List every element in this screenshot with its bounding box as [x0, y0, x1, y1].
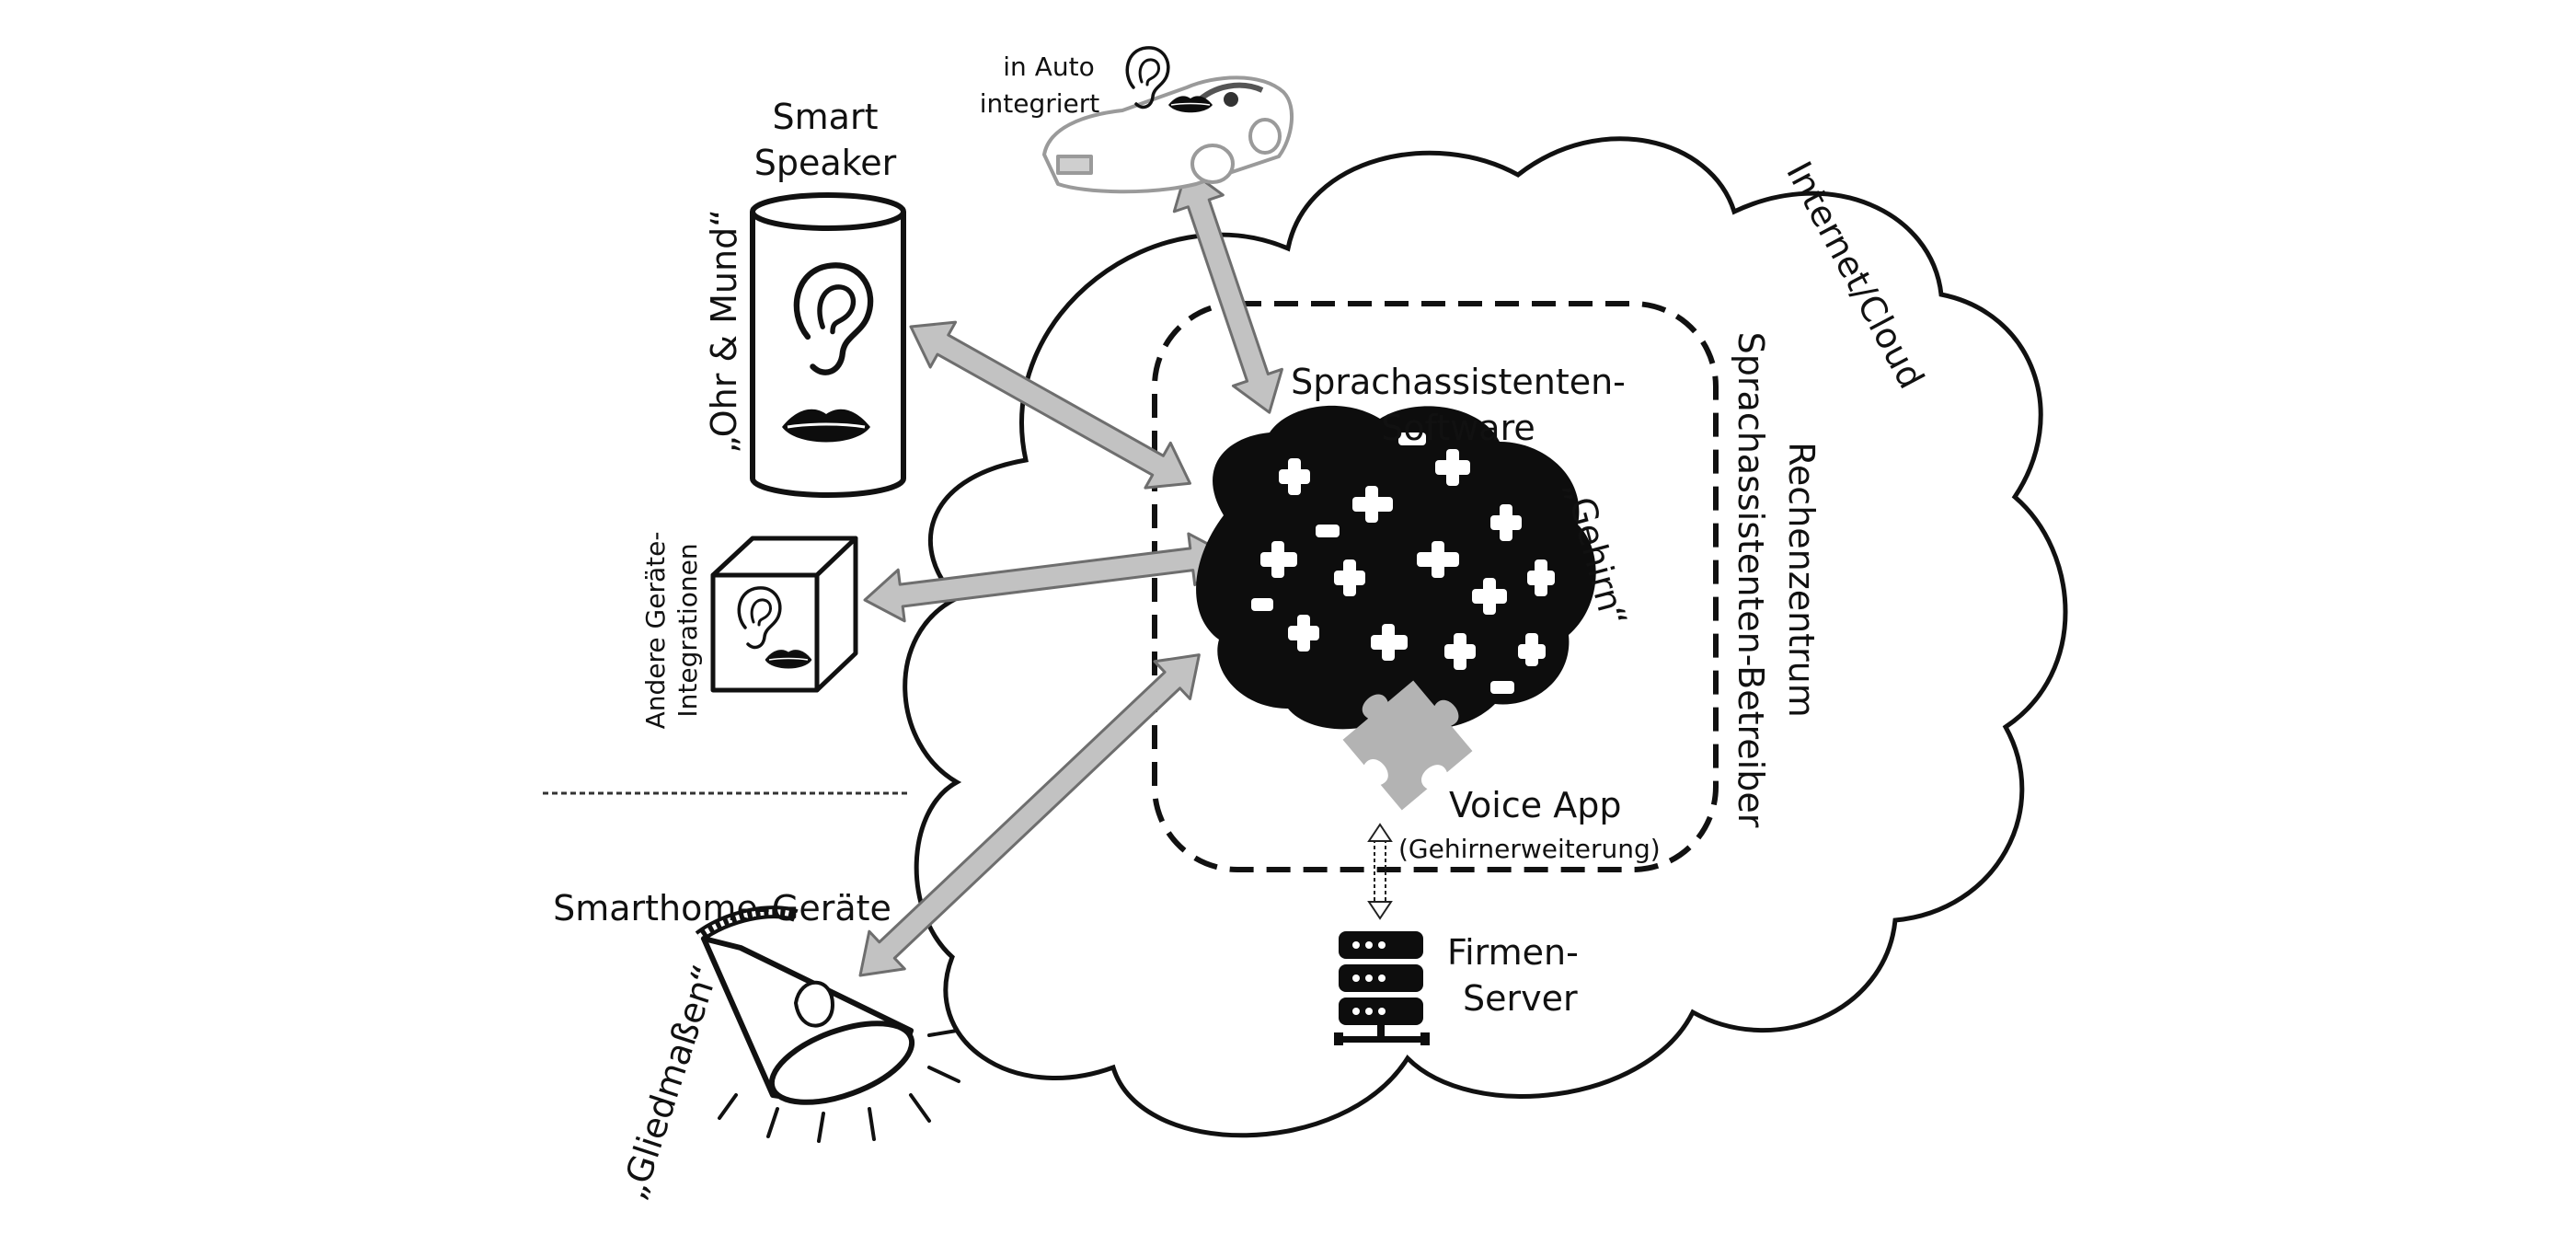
- betreiber-label-line1: Rechenzentrum: [1781, 442, 1822, 718]
- arrow-speaker-software: [909, 320, 1191, 490]
- smarthome-label: Smarthome-Geräte: [553, 888, 891, 928]
- mouth-icon: [765, 650, 812, 669]
- arrows: [858, 167, 1283, 977]
- brain-icon: [1196, 405, 1596, 730]
- gliedmassen-label: „Gliedmaßen“: [613, 960, 727, 1205]
- auto-label-line2: integriert: [980, 88, 1100, 119]
- firmen-server-label-line2: Server: [1463, 978, 1578, 1019]
- betreiber-label-line2: Sprachassistenten-Betreiber: [1731, 332, 1771, 828]
- arrow-smarthome-software: [858, 653, 1201, 977]
- ohr-mund-label: „Ohr & Mund“: [704, 209, 744, 454]
- software-label-line2: Software: [1381, 408, 1535, 448]
- device-cube: [710, 536, 858, 693]
- auto-label-line1: in Auto: [1003, 52, 1094, 82]
- andere-label-line1: Andere Geräte-: [640, 532, 671, 730]
- puzzle-piece-icon: [1342, 680, 1473, 811]
- gehirnerweiterung-label: (Gehirnerweiterung): [1398, 834, 1661, 864]
- voice-app-label: Voice App: [1449, 785, 1621, 825]
- smart-speaker-label-line2: Speaker: [754, 143, 897, 183]
- rechenzentrum-boundary: [1152, 301, 1719, 872]
- arrow-voiceapp-server: [1367, 823, 1393, 920]
- smart-speaker: [750, 192, 906, 498]
- server-icon: [1334, 931, 1430, 1045]
- andere-label-line2: Integrationen: [673, 543, 703, 717]
- software-label-line1: Sprachassistenten-: [1291, 362, 1626, 402]
- firmen-server-label-line1: Firmen-: [1447, 932, 1579, 973]
- arrow-car-software: [1172, 167, 1283, 414]
- smart-speaker-label-line1: Smart: [773, 97, 879, 137]
- lamp-icon: [695, 905, 960, 1143]
